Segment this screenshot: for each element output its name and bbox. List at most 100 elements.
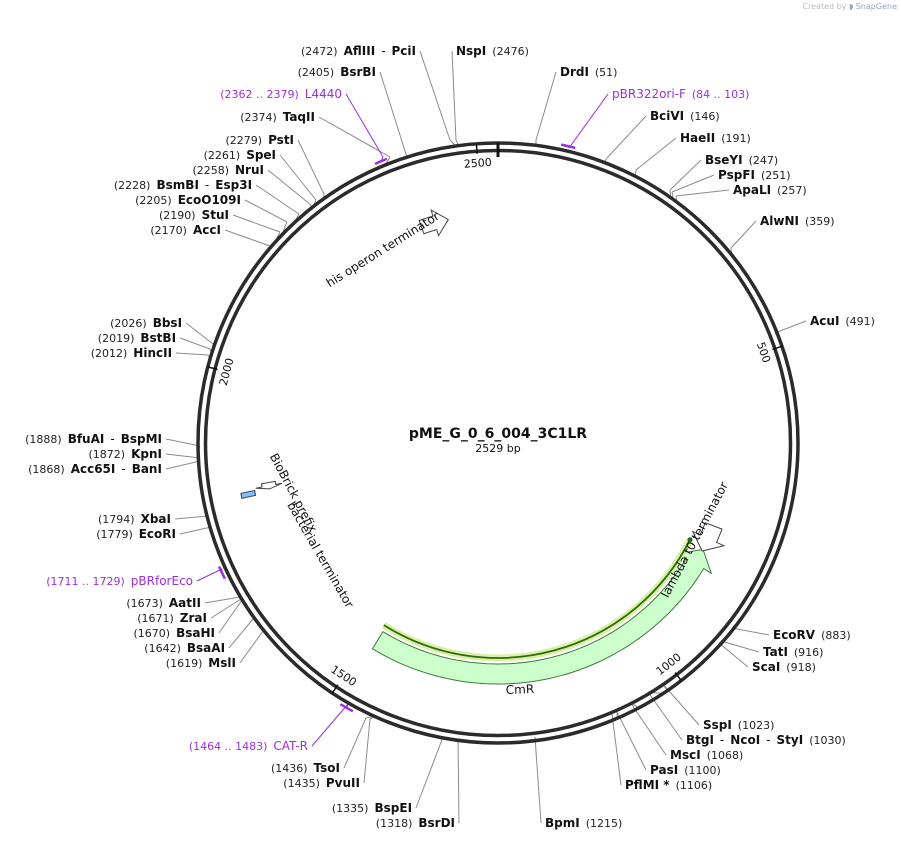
site-bsrbi[interactable]: (2405)BsrBI xyxy=(298,65,376,79)
ruler-tick xyxy=(207,366,218,371)
site-bsrdi[interactable]: (1318)BsrDI xyxy=(376,816,455,830)
site-bsmbi[interactable]: (2228)BsmBI-Esp3I xyxy=(114,178,252,192)
site-leader-line xyxy=(297,139,325,195)
site-labels: NspI(2476) (2472)AflIII-PciI (2405)BsrBI (2… xyxy=(25,44,875,830)
site-bseyi[interactable]: BseYI(247) xyxy=(705,153,778,167)
site-afliii[interactable]: (2472)AflIII-PciI xyxy=(301,44,416,58)
orf-arrow-tip xyxy=(687,537,693,543)
site-position: (1106) xyxy=(676,779,713,792)
site-position: (1435) xyxy=(283,777,320,790)
bacterial-terminator-label: bacterial terminator xyxy=(284,499,356,610)
site-leader-line xyxy=(179,526,212,535)
primer-cat-r[interactable]: (1464 .. 1483)CAT-R xyxy=(189,739,308,753)
site-haeii[interactable]: HaeII(191) xyxy=(680,131,751,145)
site-name: AlwNI xyxy=(760,214,799,228)
site-btgi[interactable]: BtgI-NcoI-StyI(1030) xyxy=(686,733,846,747)
site-name: AatII xyxy=(169,596,201,610)
site-pspfi[interactable]: PspFI(251) xyxy=(718,168,791,182)
site-msci[interactable]: MscI(1068) xyxy=(670,748,743,762)
site-xbai[interactable]: (1794)XbaI xyxy=(98,512,171,526)
site-kpni[interactable]: (1872)KpnI xyxy=(89,447,163,461)
ruler-tick xyxy=(331,684,339,694)
site-position: (2019) xyxy=(98,332,135,345)
primer-binding-mark xyxy=(374,157,388,166)
site-ecori[interactable]: (1779)EcoRI xyxy=(96,527,176,541)
site-leader-line xyxy=(635,137,677,171)
site-leader-line xyxy=(731,627,770,636)
site-position: (1068) xyxy=(707,749,744,762)
site-acci[interactable]: (2170)AccI xyxy=(150,223,221,237)
site-bbsi[interactable]: (2026)BbsI xyxy=(110,316,182,330)
site-position: (2012) xyxy=(91,347,128,360)
site-hincii[interactable]: (2012)HincII xyxy=(91,346,172,360)
site-name: StyI xyxy=(777,733,804,747)
snapgene-credit: Created by ◗ SnapGene xyxy=(802,2,897,11)
primer-pbrforeco[interactable]: (1711 .. 1729)pBRforEco xyxy=(46,574,193,588)
site-position: (2472) xyxy=(301,45,338,58)
primer-binding-mark xyxy=(560,143,576,150)
plasmid-name: pME_G_0_6_004_3C1LR xyxy=(409,426,587,442)
site-name: Esp3I xyxy=(215,178,252,192)
site-ecorv[interactable]: EcoRV(883) xyxy=(773,628,851,642)
site-scai[interactable]: ScaI(918) xyxy=(752,660,816,674)
site-tsoi[interactable]: (1436)TsoI xyxy=(271,761,340,775)
site-bsaai[interactable]: (1642)BsaAI xyxy=(144,641,225,655)
site-name: EcoRI xyxy=(139,527,176,541)
site-position: (1868) xyxy=(28,463,65,476)
site-tati[interactable]: TatI(916) xyxy=(763,645,823,659)
site-spei[interactable]: (2261)SpeI xyxy=(204,148,276,162)
site-leader-line xyxy=(616,711,647,771)
site-nspi[interactable]: NspI(2476) xyxy=(456,44,529,58)
site-name: SspI xyxy=(703,718,732,732)
site-name: BstBI xyxy=(140,331,176,345)
site-leader-line xyxy=(175,352,209,356)
site-psti[interactable]: (2279)PstI xyxy=(226,133,295,147)
site-position: (1670) xyxy=(134,627,171,640)
site-leader-line xyxy=(671,174,715,193)
site-bpmi[interactable]: BpmI(1215) xyxy=(545,816,622,830)
site-name: PstI xyxy=(268,133,294,147)
site-bcivi[interactable]: BciVI(146) xyxy=(650,109,720,123)
site-drdi[interactable]: DrdI(51) xyxy=(560,65,617,79)
site-sspi[interactable]: SspI(1023) xyxy=(703,718,774,732)
site-stui[interactable]: (2190)StuI xyxy=(159,208,229,222)
site-leader-line xyxy=(730,220,757,249)
site-pvuii[interactable]: (1435)PvuII xyxy=(283,776,360,790)
primer-l4440[interactable]: (2362 .. 2379)L4440 xyxy=(220,87,342,101)
site-taqii[interactable]: (2374)TaqII xyxy=(240,110,315,124)
site-bfuai[interactable]: (1888)BfuAI-BspMI xyxy=(25,432,162,446)
ruler-tick-label: 2500 xyxy=(463,156,492,171)
orf-highlight xyxy=(381,538,694,662)
site-separator: - xyxy=(110,432,114,446)
site-bsahi[interactable]: (1670)BsaHI xyxy=(134,626,216,640)
site-pasi[interactable]: PasI(1100) xyxy=(650,763,721,777)
site-separator: - xyxy=(720,733,724,747)
site-leader-line xyxy=(267,169,312,206)
site-position: (2261) xyxy=(204,149,241,162)
site-ecoo109i[interactable]: (2205)EcoO109I xyxy=(135,193,241,207)
site-alwni[interactable]: AlwNI (359) xyxy=(760,214,835,228)
site-name: NruI xyxy=(235,163,264,177)
site-pflmi[interactable]: PflMI *(1106) xyxy=(625,778,712,792)
site-leader-line xyxy=(318,116,391,158)
site-msli[interactable]: (1619)MslI xyxy=(166,656,236,670)
his-operon-terminator-label: his operon terminator xyxy=(324,209,442,290)
site-leader-line xyxy=(363,718,371,784)
site-position: (359) xyxy=(805,215,835,228)
site-position: (1888) xyxy=(25,433,62,446)
site-zrai[interactable]: (1671)ZraI xyxy=(137,611,207,625)
primer-position: (1464 .. 1483) xyxy=(189,740,268,753)
primer-pbr322ori-f[interactable]: pBR322ori-F(84 .. 103) xyxy=(612,87,749,101)
site-bspei[interactable]: (1335)BspEI xyxy=(332,801,412,815)
site-acc65i[interactable]: (1868)Acc65I-BanI xyxy=(28,462,162,476)
primer-leader-line xyxy=(568,93,609,149)
site-nrui[interactable]: (2258)NruI xyxy=(193,163,264,177)
site-apali[interactable]: ApaLI(257) xyxy=(733,183,807,197)
site-leader-line xyxy=(279,154,317,201)
site-bstbi[interactable]: (2019) BstBI xyxy=(98,331,176,345)
site-aatii[interactable]: (1673)AatII xyxy=(126,596,201,610)
site-name: BtgI xyxy=(686,733,714,747)
site-leader-line xyxy=(165,438,201,447)
site-name: HaeII xyxy=(680,131,715,145)
site-acui[interactable]: AcuI(491) xyxy=(810,314,875,328)
